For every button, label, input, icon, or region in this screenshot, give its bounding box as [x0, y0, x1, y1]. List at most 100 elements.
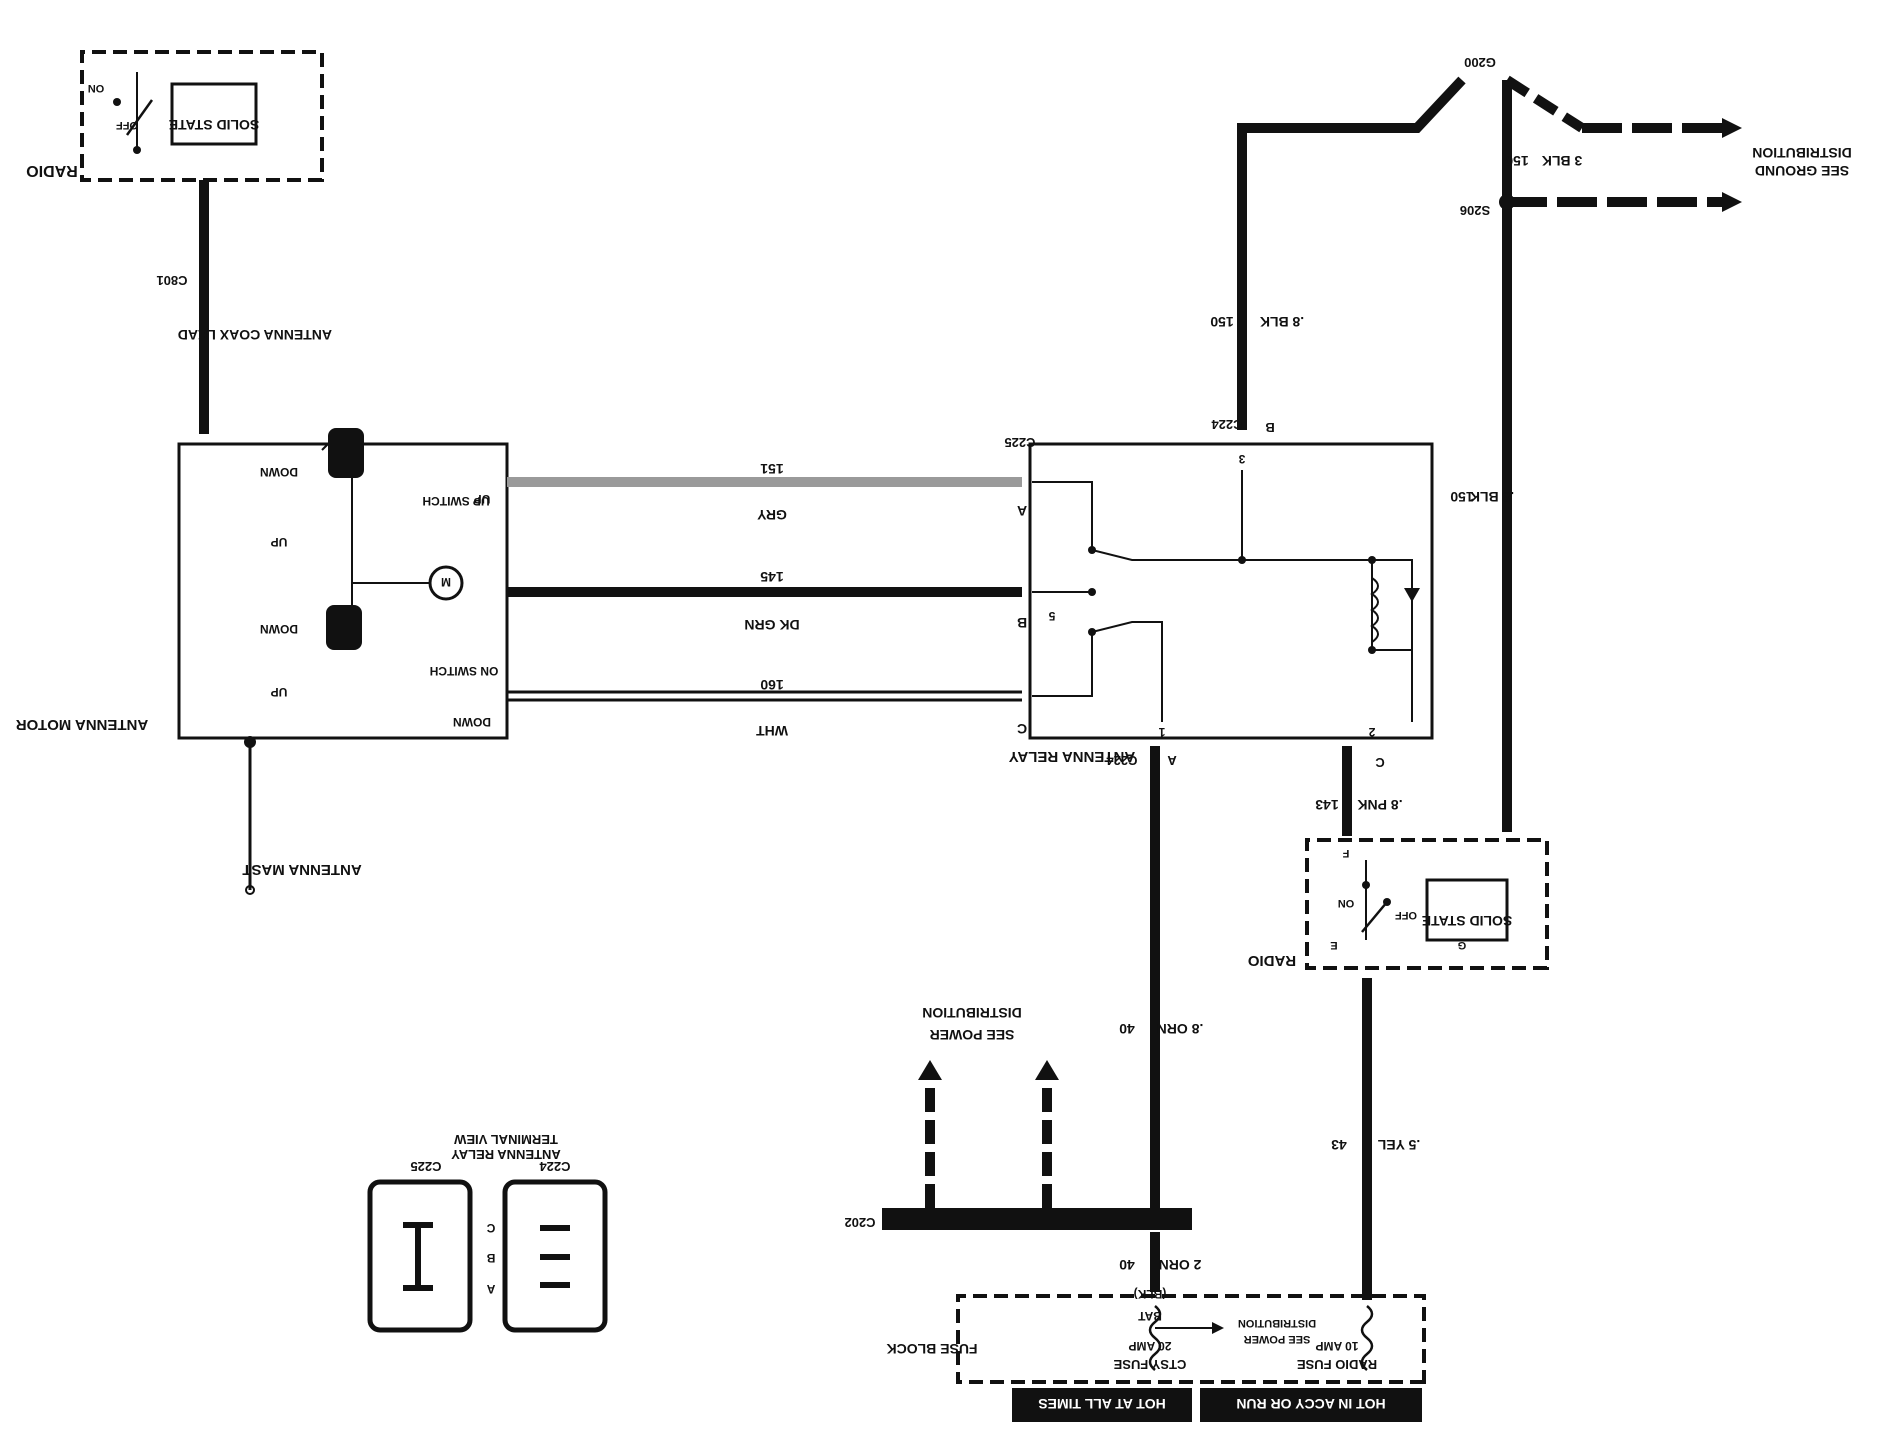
solid-state-right: SOLID STATE	[1422, 913, 1512, 929]
radio-right-name: RADIO	[1248, 952, 1297, 969]
motor-up-pin: UP	[474, 492, 491, 506]
w143-color: .8 PNK	[1357, 797, 1402, 813]
pin-b: B	[1017, 615, 1027, 631]
w150-top-color: .8 BLK	[1260, 314, 1304, 330]
w40-bot-color: 2 ORN	[1159, 1257, 1202, 1273]
off-label: OFF	[116, 119, 138, 131]
blk-label: (BLK)	[1134, 1287, 1167, 1301]
fuse-block: FUSE BLOCK CTSY FUSE 20 AMP BAT (BLK) RA…	[887, 1287, 1426, 1384]
wire-145: 145 DK GRN	[507, 569, 1022, 633]
w151-num: 151	[760, 461, 784, 477]
radio-right-pin-g: G	[1458, 939, 1467, 951]
tv-title-1: ANTENNA RELAY	[451, 1147, 561, 1162]
w43-color: .5 YEL	[1377, 1137, 1420, 1153]
radio-right-pin-e: E	[1330, 939, 1337, 951]
w150-mid-color: .8 BLK	[1470, 489, 1514, 505]
up-switch-label: UP SWITCH	[422, 494, 489, 508]
up-label-1: UP	[271, 535, 288, 549]
tv-a: A	[486, 1282, 495, 1296]
coax-label: ANTENNA COAX LEAD	[178, 327, 332, 343]
radio-right-off: OFF	[1395, 909, 1417, 921]
w145-num: 145	[760, 569, 784, 585]
terminal-view: ANTENNA RELAY TERMINAL VIEW C224 C225 A …	[367, 1132, 608, 1333]
coax-lead: C801 ANTENNA COAX LEAD	[156, 180, 332, 434]
pin-c-bottom: C	[1375, 755, 1385, 770]
fuse-distribution: DISTRIBUTION	[1238, 1317, 1316, 1329]
antenna-motor: ANTENNA MOTOR M DOWN UP DOWN UP UP SWITC…	[16, 428, 509, 895]
wire-40: A C224 .8 ORN 40 C202 2 ORN 40 SEE POWER…	[844, 746, 1203, 1292]
g200-label: G200	[1464, 55, 1496, 70]
relay-name: ANTENNA RELAY	[1009, 748, 1135, 765]
w40-top-num: 40	[1119, 1021, 1135, 1037]
wire-43: .5 YEL 43	[1331, 978, 1420, 1300]
hot-labels: HOT AT ALL TIMES HOT IN ACCY OR RUN	[1012, 1388, 1422, 1422]
w150-mid-num: 150	[1450, 489, 1474, 505]
radio-right-pin-f: F	[1342, 847, 1349, 859]
radio-fuse-label: RADIO FUSE	[1297, 1357, 1378, 1372]
mast-label: ANTENNA MAST	[242, 861, 361, 878]
w160-num: 160	[760, 677, 784, 693]
wire-143: .8 PNK 143 C	[1315, 746, 1403, 836]
relay-pin-5: 5	[1048, 609, 1055, 623]
w43-num: 43	[1331, 1137, 1347, 1153]
w160-color: WHT	[756, 723, 788, 739]
w145-color: DK GRN	[744, 617, 799, 633]
tv-c: C	[486, 1221, 495, 1235]
s206-label: S206	[1460, 203, 1490, 218]
w150-top-num: 150	[1210, 314, 1234, 330]
relay-pin-3: 3	[1238, 452, 1245, 466]
ctsy-amp-label: 20 AMP	[1129, 1339, 1172, 1353]
c202-label: C202	[844, 1215, 875, 1230]
antenna-relay: ANTENNA RELAY C225 A B C 5 3 1 2	[1004, 435, 1434, 765]
tv-c225: C225	[410, 1159, 441, 1174]
fuse-block-name: FUSE BLOCK	[887, 1341, 978, 1357]
down-label-1: DOWN	[260, 465, 298, 479]
w150-gnd-color: 3 BLK	[1542, 153, 1582, 169]
see-ground-label: SEE GROUND	[1755, 163, 1849, 179]
motor-name: ANTENNA MOTOR	[16, 716, 149, 733]
relay-pin-1: 1	[1158, 725, 1165, 739]
w151-color: GRY	[756, 507, 786, 523]
ground-dist-label: DISTRIBUTION	[1752, 145, 1852, 161]
down-label-2: DOWN	[260, 622, 298, 636]
fuse-see-power: SEE POWER	[1244, 1333, 1311, 1345]
pin-a-bottom: A	[1167, 753, 1177, 768]
wire-150-ground-path: .8 BLK 150 C224 B .8 BLK 150 S206 G200 3…	[1210, 55, 1852, 832]
wire-160: 160 WHT	[507, 677, 1022, 739]
radio-amp-label: 10 AMP	[1316, 1339, 1359, 1353]
w40-top-color: .8 ORN	[1157, 1021, 1204, 1037]
c225-label: C225	[1004, 435, 1035, 450]
see-power-label: SEE POWER	[930, 1027, 1015, 1043]
pin-c: C	[1017, 721, 1027, 737]
radio-right-on: ON	[1338, 897, 1355, 909]
relay-pin-2: 2	[1368, 725, 1375, 739]
on-switch-label: ON SWITCH	[430, 664, 499, 678]
tv-b: B	[486, 1251, 495, 1265]
up-label-2: UP	[271, 685, 288, 699]
w150-gnd-num: 150	[1505, 153, 1529, 169]
motor-down-pin: DOWN	[453, 715, 491, 729]
wire-151: 151 GRY	[507, 461, 1022, 523]
bat-label: BAT	[1137, 1309, 1161, 1323]
tv-c224: C224	[539, 1159, 571, 1174]
pin-a: A	[1017, 503, 1027, 519]
radio-right-module: SOLID STATE G E F OFF ON RADIO	[1248, 838, 1549, 970]
tv-title-2: TERMINAL VIEW	[453, 1132, 557, 1147]
motor-m-label: M	[441, 575, 451, 589]
c801-label: C801	[156, 273, 187, 288]
w40-bot-num: 40	[1119, 1257, 1135, 1273]
hot-all-times: HOT AT ALL TIMES	[1038, 1396, 1166, 1412]
c224-bottom-label: C224	[1106, 753, 1138, 768]
w143-num: 143	[1315, 797, 1339, 813]
pin-b-top: B	[1265, 420, 1274, 435]
solid-state-label: SOLID STATE	[169, 117, 259, 133]
radio-top-module: SOLID STATE OFF ON RADIO	[26, 50, 324, 182]
on-label: ON	[88, 82, 105, 94]
power-dist-label: DISTRIBUTION	[922, 1005, 1022, 1021]
c202-bus	[882, 1208, 1192, 1230]
c224-top-label: C224	[1211, 417, 1243, 432]
hot-accy-run: HOT IN ACCY OR RUN	[1236, 1396, 1385, 1412]
radio-top-name: RADIO	[26, 162, 78, 179]
